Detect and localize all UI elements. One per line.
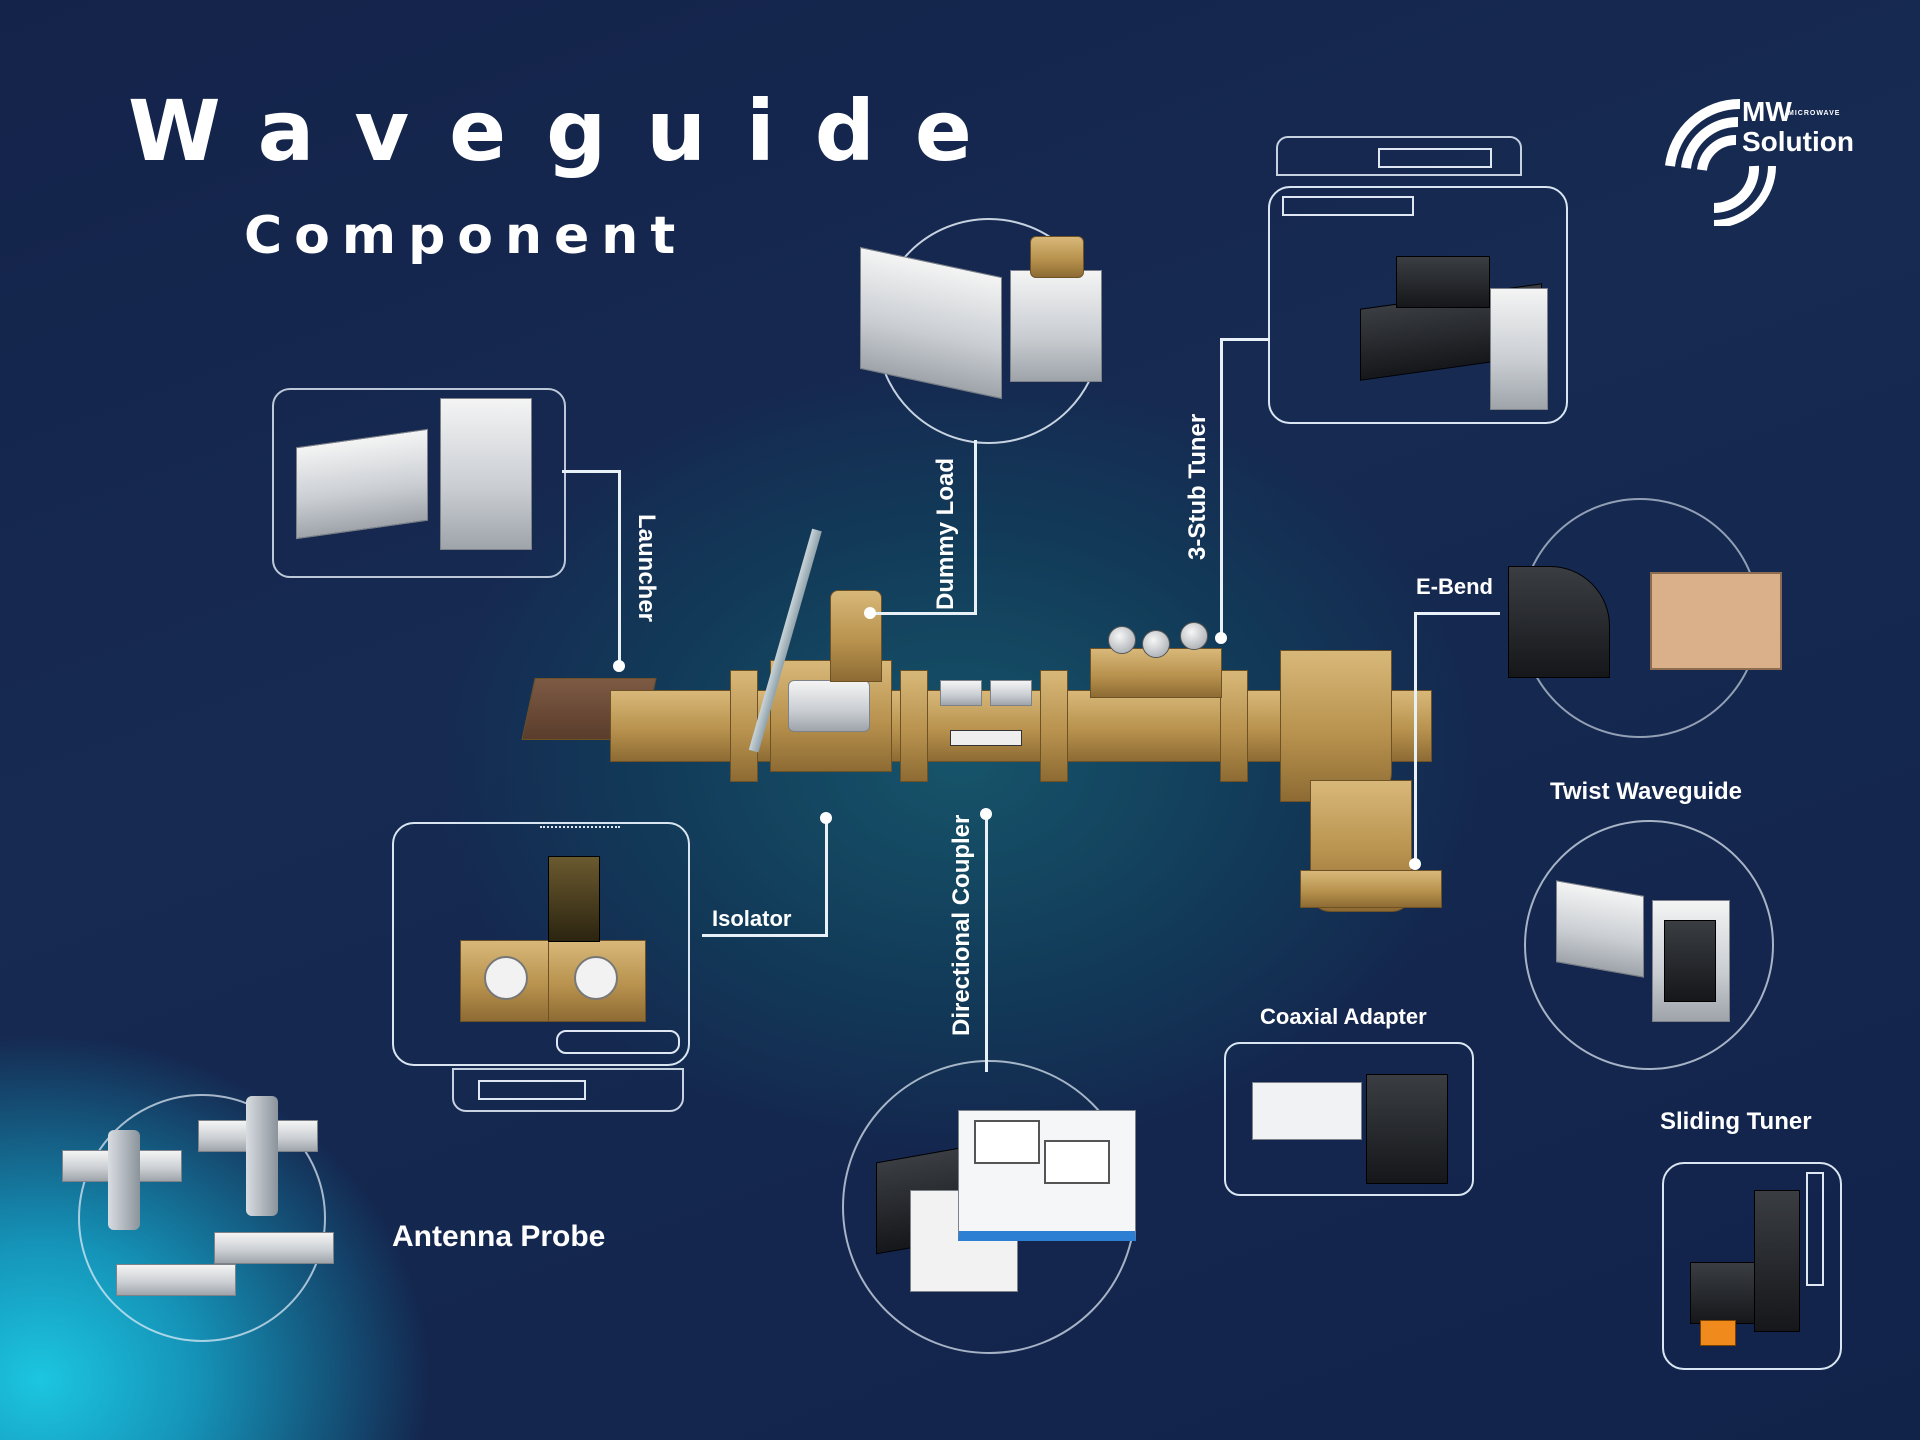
e-bend-connector-v — [1414, 612, 1417, 864]
stub-tuner-connector-v — [1220, 338, 1223, 638]
flange-3 — [1040, 670, 1068, 782]
coaxial-photo-a — [1252, 1082, 1362, 1140]
coupler-port-2 — [990, 680, 1032, 706]
label-3-stub-tuner: 3-Stub Tuner — [1184, 413, 1211, 560]
coupler-connector-v — [985, 816, 988, 1072]
isolator-connector-h — [702, 934, 828, 937]
dummy-load-connector-h — [868, 612, 977, 615]
direction-arrow-label — [950, 730, 1022, 746]
antenna-probe-photo-c — [116, 1264, 236, 1296]
flange-2 — [900, 670, 928, 782]
antenna-probe-photo-d — [214, 1232, 334, 1264]
launcher-photo-b — [440, 398, 532, 550]
coupler-port-1 — [940, 680, 982, 706]
launcher-connector-v — [618, 470, 621, 666]
stub-tuner-top-bar — [1276, 136, 1522, 176]
launcher-connector-h — [562, 470, 620, 473]
stub-knob-1 — [1108, 626, 1136, 654]
isolator-photo-load — [548, 856, 600, 942]
label-coaxial-adapter: Coaxial Adapter — [1260, 1004, 1427, 1029]
label-e-bend: E-Bend — [1416, 574, 1493, 599]
stub-knob-3 — [1180, 622, 1208, 650]
coupler-meter-dial-a — [974, 1120, 1040, 1164]
isolator-dot — [820, 812, 832, 824]
logo-line2: Solution — [1742, 126, 1854, 157]
sliding-tuner-orange-knob — [1700, 1320, 1736, 1346]
stub-tuner-flange — [1490, 288, 1548, 410]
isolator-bottom-bar — [452, 1068, 684, 1112]
label-isolator: Isolator — [712, 906, 792, 931]
label-twist-waveguide: Twist Waveguide — [1550, 778, 1743, 805]
isolator-side-slot — [556, 1030, 680, 1054]
e-bend-photo-b — [1650, 572, 1782, 670]
stub-tuner-frame — [1268, 186, 1568, 424]
brand-logo: MW MICROWAVE Solution — [1660, 96, 1860, 226]
isolator-connector-v — [825, 818, 828, 937]
dummy-load-connector-v — [974, 440, 977, 612]
e-bend-photo-a — [1508, 566, 1610, 678]
coupler-meter-dial-b — [1044, 1140, 1110, 1184]
stub-tuner-dot — [1215, 632, 1227, 644]
sliding-tuner-photo-b — [1754, 1190, 1800, 1332]
antenna-probe-body-b — [246, 1096, 278, 1216]
dummy-load-dot — [864, 607, 876, 619]
isolator-dial-b — [574, 956, 618, 1000]
twist-photo-face — [1664, 920, 1716, 1002]
label-antenna-probe: Antenna Probe — [392, 1220, 606, 1253]
e-bend-connector-h — [1416, 612, 1500, 615]
isolator-frame — [392, 822, 690, 1066]
stub-knob-2 — [1142, 630, 1170, 658]
stub-tuner-photo-top — [1396, 256, 1490, 308]
flange-4 — [1220, 670, 1248, 782]
e-bend-dot — [1409, 858, 1421, 870]
label-launcher: Launcher — [633, 514, 660, 623]
end-flange — [1300, 870, 1442, 908]
twist-circle — [1524, 820, 1774, 1070]
antenna-probe-body-a — [108, 1130, 140, 1230]
stub-tuner-slot-2 — [1282, 196, 1414, 216]
label-dummy-load: Dummy Load — [932, 457, 959, 610]
antenna-probe-circle — [78, 1094, 326, 1342]
coaxial-photo-b — [1366, 1074, 1448, 1184]
dummy-load-brass-top — [1030, 236, 1084, 278]
page-title: Waveguide — [128, 82, 1012, 180]
launcher-frame — [272, 388, 566, 578]
logo-small: MICROWAVE — [1788, 110, 1841, 117]
stub-tuner-connector-h — [1222, 338, 1270, 341]
isolator-label-plate — [788, 680, 870, 732]
flange-1 — [730, 670, 758, 782]
coaxial-frame — [1224, 1042, 1474, 1196]
coupler-dot — [980, 808, 992, 820]
launcher-dot — [613, 660, 625, 672]
dummy-load-column — [830, 590, 882, 682]
launcher-photo-a — [296, 428, 428, 540]
isolator-slot-top — [540, 826, 620, 840]
dummy-load-photo-b — [1010, 270, 1102, 382]
label-sliding-tuner: Sliding Tuner — [1660, 1108, 1812, 1135]
page-subtitle: Component — [244, 206, 688, 266]
twist-photo-a — [1556, 880, 1644, 978]
isolator-dial-a — [484, 956, 528, 1000]
stub-tuner-inner-slot — [1378, 148, 1492, 168]
sliding-tuner-slot — [1806, 1172, 1824, 1286]
label-directional-coupler: Directional Coupler — [948, 814, 975, 1036]
isolator-bottom-slot — [478, 1080, 586, 1100]
signal-waves-icon — [1665, 98, 1776, 226]
waveguide-assembly — [520, 528, 1470, 930]
sliding-tuner-frame — [1662, 1162, 1842, 1370]
logo-line1: MW — [1742, 96, 1792, 127]
